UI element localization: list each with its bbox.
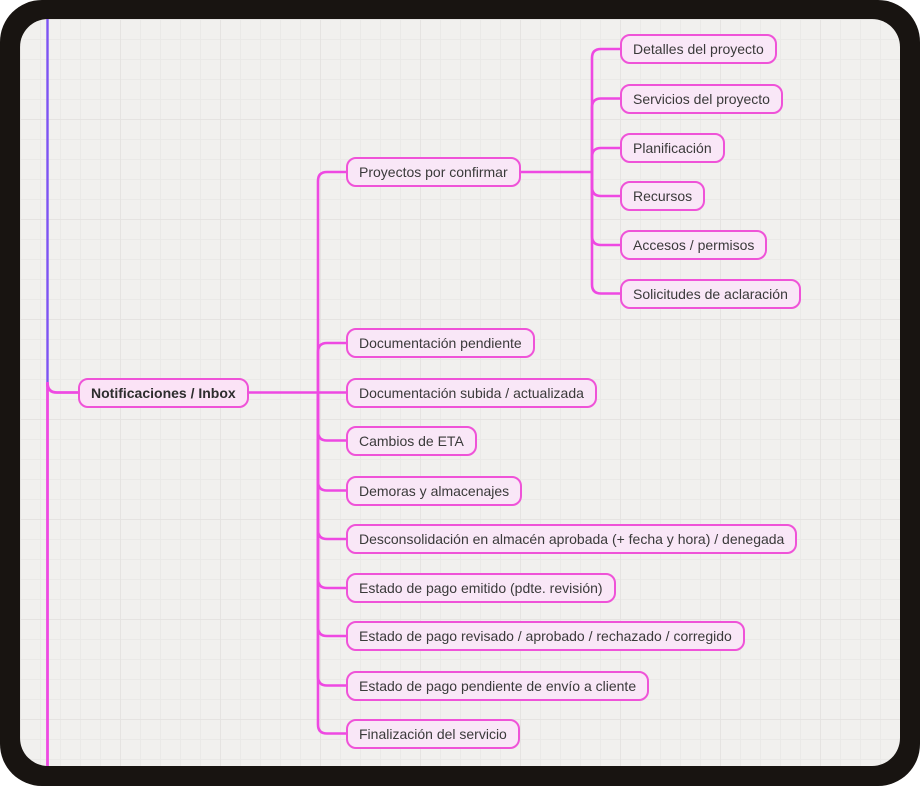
mindmap-node[interactable]: Desconsolidación en almacén aprobada (+ … [346, 524, 798, 554]
connector-layer [46, 19, 620, 766]
root-elbow-connector [46, 382, 78, 394]
mindmap-node[interactable]: Demoras y almacenajes [346, 476, 523, 506]
mindmap-node[interactable]: Estado de pago pendiente de envío a clie… [346, 671, 650, 701]
branch-connector [590, 146, 620, 172]
mindmap-node[interactable]: Planificación [620, 133, 725, 163]
mindmap-node[interactable]: Recursos [620, 181, 706, 211]
mindmap-node[interactable]: Finalización del servicio [346, 719, 520, 749]
mindmap-node[interactable]: Servicios del proyecto [620, 84, 783, 114]
branch-connector [590, 172, 620, 198]
branch-connector [590, 97, 620, 172]
mindmap-node[interactable]: Solicitudes de aclaración [620, 279, 801, 309]
mindmap-node[interactable]: Estado de pago revisado / aprobado / rec… [346, 621, 745, 651]
mindmap-node[interactable]: Proyectos por confirmar [346, 157, 521, 187]
branch-connector [316, 341, 346, 393]
branch-connector [316, 392, 346, 541]
mindmap-node[interactable]: Documentación pendiente [346, 328, 535, 358]
mindmap-node[interactable]: Detalles del proyecto [620, 34, 777, 64]
branch-connector [590, 172, 620, 295]
mindmap-root-node[interactable]: Notificaciones / Inbox [78, 378, 249, 408]
branch-connector [316, 170, 346, 393]
mindmap-world: Notificaciones / Inbox Proyectos por con… [20, 19, 900, 766]
branch-connector [590, 172, 620, 247]
branch-connector [316, 392, 346, 442]
mindmap-node[interactable]: Documentación subida / actualizada [346, 378, 597, 408]
mindmap-canvas[interactable]: Notificaciones / Inbox Proyectos por con… [20, 19, 900, 766]
branch-connector [316, 392, 346, 638]
mindmap-node[interactable]: Estado de pago emitido (pdte. revisión) [346, 573, 616, 603]
branch-connector [316, 392, 346, 735]
mindmap-node[interactable]: Cambios de ETA [346, 426, 477, 456]
branch-connector [590, 47, 620, 172]
mindmap-node[interactable]: Accesos / permisos [620, 230, 768, 260]
